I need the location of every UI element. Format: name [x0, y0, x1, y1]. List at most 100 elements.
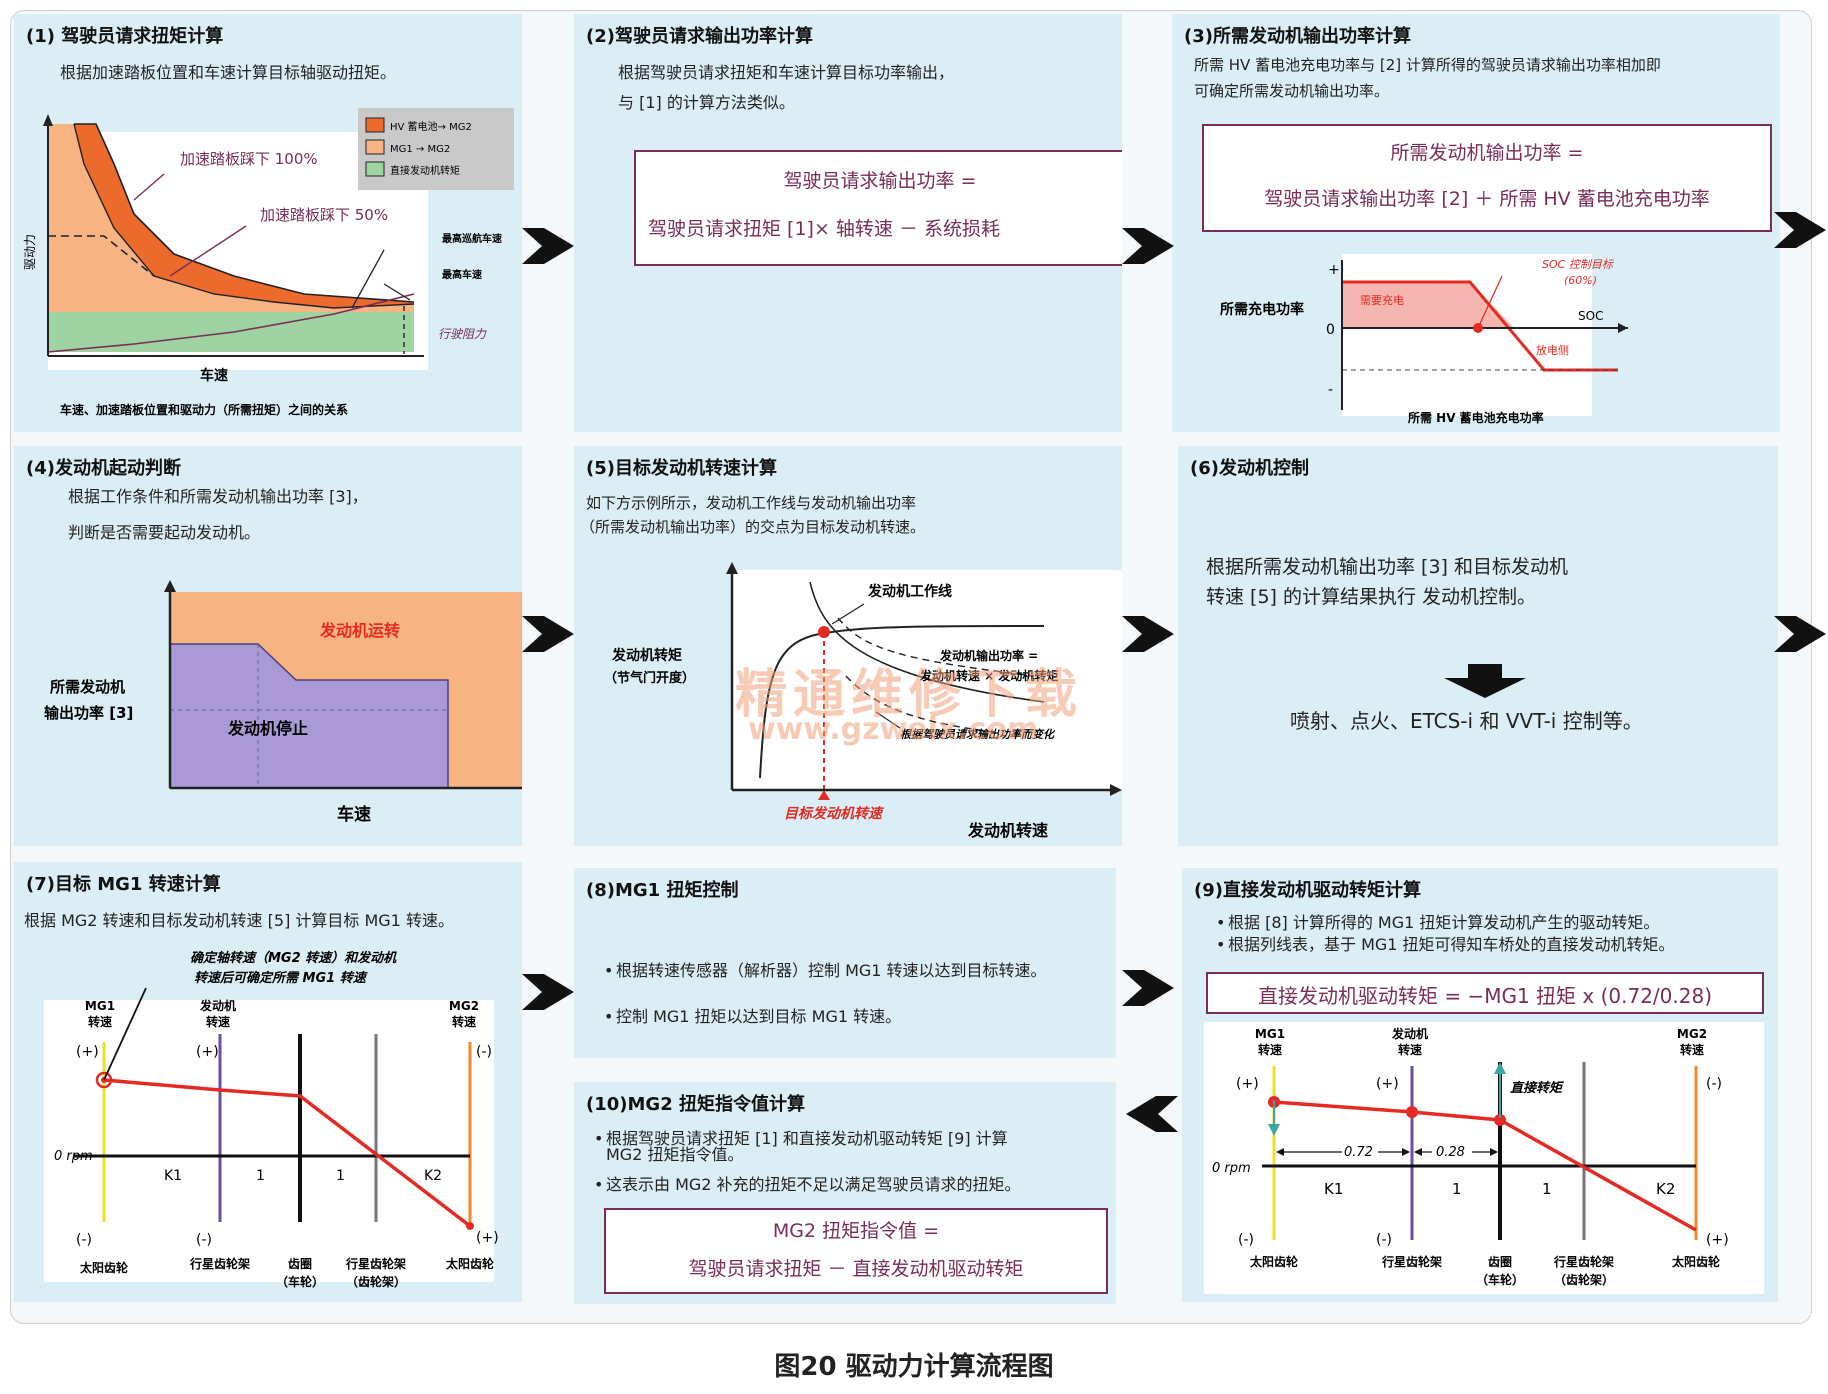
charge-power-chart: + 0 - 所需充电功率 需要充电 放电侧 SOC SOC 控制目标 (60%)…	[1220, 254, 1628, 425]
panel-title: (5)目标发动机转速计算	[586, 458, 777, 479]
ratio-k2: K2	[1656, 1180, 1675, 1198]
watermark-text: 精通维修下载	[735, 664, 1084, 725]
label-50: 加速踏板踩下 50%	[260, 206, 388, 224]
col-engine-a: 发动机	[1391, 1026, 1428, 1041]
ratio-1a: 1	[256, 1168, 265, 1184]
bullet-1: 根据转速传感器（解析器）控制 MG1 转速以达到目标转速。	[604, 960, 1047, 982]
engine-start-chart: 发动机运转 发动机停止 所需发动机 输出功率 [3] 车速	[44, 580, 522, 825]
x-axis-label: 发动机转速	[967, 821, 1048, 840]
bullet-2: 根据列线表，基于 MG1 扭矩可得知车桥处的直接发动机转矩。	[1216, 934, 1675, 956]
panel-title: (7)目标 MG1 转速计算	[26, 874, 221, 895]
formula: 直接发动机驱动转矩 = −MG1 扭矩 x (0.72/0.28)	[1257, 984, 1713, 1008]
y-axis-label: 驱动力	[23, 234, 37, 270]
sign-minus-engine: (-)	[196, 1232, 212, 1248]
panel-desc-line1: 如下方示例所示，发动机工作线与发动机输出功率	[586, 494, 917, 512]
discharge-label: 放电侧	[1536, 343, 1569, 357]
panel-desc-line1: 根据工作条件和所需发动机输出功率 [3]，	[68, 487, 368, 506]
sign-plus-mg1: (+)	[1236, 1076, 1259, 1092]
power-formula-2: 发动机转速 × 发动机转矩	[919, 668, 1058, 683]
direct-torque-nomogram: 直接转矩 0.72 0.28 MG1 转速 发动机 转速 MG2 转速 (+) …	[1204, 1022, 1764, 1294]
x-caption: 所需 HV 蓄电池充电功率	[1408, 410, 1544, 425]
watermark-url: www.gzweix.com	[748, 712, 1039, 747]
area-battery-mg2	[74, 124, 414, 308]
formula-line1: 所需发动机输出功率 =	[1390, 142, 1584, 164]
col-engine-b: 转速	[1398, 1042, 1422, 1057]
bottom-ring-gear-sub: （车轮）	[276, 1274, 324, 1289]
power-formula-1: 发动机输出功率 =	[939, 648, 1038, 663]
down-arrow-icon	[1444, 664, 1526, 698]
zero-rpm: 0 rpm	[54, 1149, 93, 1164]
panel-desc-line2: （所需发动机输出功率）的交点为目标发动机转速。	[580, 518, 926, 536]
ratio-1b: 1	[336, 1168, 345, 1184]
note-line2: 转速后可确定所需 MG1 转速	[194, 970, 369, 986]
ratio-1a: 1	[1452, 1180, 1462, 1198]
workline-label: 发动机工作线	[867, 583, 952, 600]
panel-desc-line2: 与 [1] 的计算方法类似。	[618, 93, 795, 112]
figure-caption: 图20 驱动力计算流程图	[774, 1352, 1054, 1382]
panel-mg1-torque: (8)MG1 扭矩控制 根据转速传感器（解析器）控制 MG1 转速以达到目标转速…	[574, 868, 1116, 1058]
formula-box: 直接发动机驱动转矩 = −MG1 扭矩 x (0.72/0.28)	[1206, 972, 1764, 1014]
col-engine-a: 发动机	[199, 998, 236, 1013]
panel-title: (10)MG2 扭矩指令值计算	[586, 1094, 805, 1115]
area-need-charge	[1342, 282, 1514, 328]
panel-title: (6)发动机控制	[1190, 458, 1309, 479]
ratio-k1: K1	[1324, 1180, 1343, 1198]
sign-minus-mg1: (-)	[76, 1232, 92, 1248]
col-mg1-b: 转速	[88, 1014, 112, 1029]
power-curve-2	[837, 617, 1035, 677]
power-curve-1	[809, 581, 1045, 703]
zero-rpm: 0 rpm	[1212, 1161, 1251, 1176]
engine-stop-label: 发动机停止	[227, 719, 308, 738]
legend-direct-engine: 直接发动机转矩	[390, 164, 460, 177]
panel-desc-line2: 判断是否需要起动发动机。	[68, 523, 261, 542]
label-resistance: 行驶阻力	[438, 327, 487, 341]
need-charge-label: 需要充电	[1360, 293, 1404, 307]
col-mg1-a: MG1	[1255, 1027, 1285, 1041]
power-curve-3	[845, 675, 995, 733]
axis-zero: 0	[1326, 322, 1335, 338]
formula-line1: 驾驶员请求输出功率 =	[783, 170, 977, 192]
formula-box: 驾驶员请求输出功率 = 驾驶员请求扭矩 [1]× 轴转速 － 系统损耗	[634, 150, 1122, 266]
x-axis-label: 车速	[200, 367, 228, 384]
bullet-2: 控制 MG1 扭矩以达到目标 MG1 转速。	[604, 1006, 901, 1028]
speed-line	[1273, 1100, 1697, 1232]
control-result: 喷射、点火、ETCS-i 和 VVT-i 控制等。	[1290, 709, 1643, 733]
label-cruise: 最高巡航车速	[442, 232, 502, 245]
ratio-1b: 1	[1542, 1180, 1552, 1198]
bottom-sun-gear: 太阳齿轮	[80, 1260, 129, 1275]
mg1-nomogram: 确定轴转速（MG2 转速）和发动机 转速后可确定所需 MG1 转速 MG1 转速…	[44, 950, 499, 1289]
axis-plus: +	[1328, 262, 1340, 278]
ratio-k1: K1	[164, 1168, 182, 1184]
bottom-ring-gear-sub: （车轮）	[1476, 1272, 1524, 1287]
ratio-028: 0.28	[1436, 1145, 1465, 1160]
flow-arrow-5-6-icon	[1122, 616, 1174, 652]
bottom-ring-gear: 齿圈	[1488, 1254, 1512, 1269]
legend-battery-mg2: HV 蓄电池→ MG2	[390, 120, 472, 133]
flow-arrow-2-3-icon	[1122, 228, 1174, 264]
panel-title: (9)直接发动机驱动转矩计算	[1194, 880, 1421, 901]
panel-desc-line1: 根据驾驶员请求扭矩和车速计算目标功率输出，	[618, 63, 955, 82]
y-axis-label-1: 所需发动机	[50, 678, 125, 696]
flow-arrow-9-10-icon	[1126, 1096, 1178, 1132]
engine-speed-chart: 发动机工作线 发动机输出功率 = 发动机转速 × 发动机转矩 根据驾驶员请求输出…	[604, 562, 1122, 840]
sign-plus-engine: (+)	[1376, 1076, 1399, 1092]
sign-plus-engine: (+)	[196, 1044, 219, 1060]
formula-box: 所需发动机输出功率 = 驾驶员请求输出功率 [2] ＋ 所需 HV 蓄电池充电功…	[1202, 124, 1772, 232]
bottom-carrier-2: 行星齿轮架	[345, 1256, 406, 1271]
panel-target-mg1-speed: (7)目标 MG1 转速计算 根据 MG2 转速和目标发动机转速 [5] 计算目…	[14, 862, 522, 1302]
bullet-1b: MG2 扭矩指令值。	[606, 1145, 744, 1164]
flow-arrow-8-9-icon	[1122, 970, 1174, 1006]
y-axis-label-2: （节气门开度）	[604, 670, 695, 686]
panel-desc-line2: 转速 [5] 的计算结果执行 发动机控制。	[1206, 586, 1537, 608]
axis-minus: -	[1328, 382, 1333, 398]
bottom-sun-gear-2: 太阳齿轮	[446, 1256, 495, 1271]
bullet-1a: 根据驾驶员请求扭矩 [1] 和直接发动机驱动转矩 [9] 计算	[594, 1128, 1008, 1150]
col-mg1-a: MG1	[85, 999, 115, 1013]
sign-minus-mg2: (-)	[476, 1044, 492, 1060]
y-axis-label: 所需充电功率	[1220, 301, 1304, 318]
engine-workline	[759, 625, 1045, 779]
panel-title: (2)驾驶员请求输出功率计算	[586, 26, 813, 47]
panel-desc: 根据 MG2 转速和目标发动机转速 [5] 计算目标 MG1 转速。	[24, 911, 454, 930]
panel-driver-power: (2)驾驶员请求输出功率计算 根据驾驶员请求扭矩和车速计算目标功率输出， 与 […	[574, 14, 1122, 432]
panel-desc: 根据加速踏板位置和车速计算目标轴驱动扭矩。	[60, 63, 397, 82]
